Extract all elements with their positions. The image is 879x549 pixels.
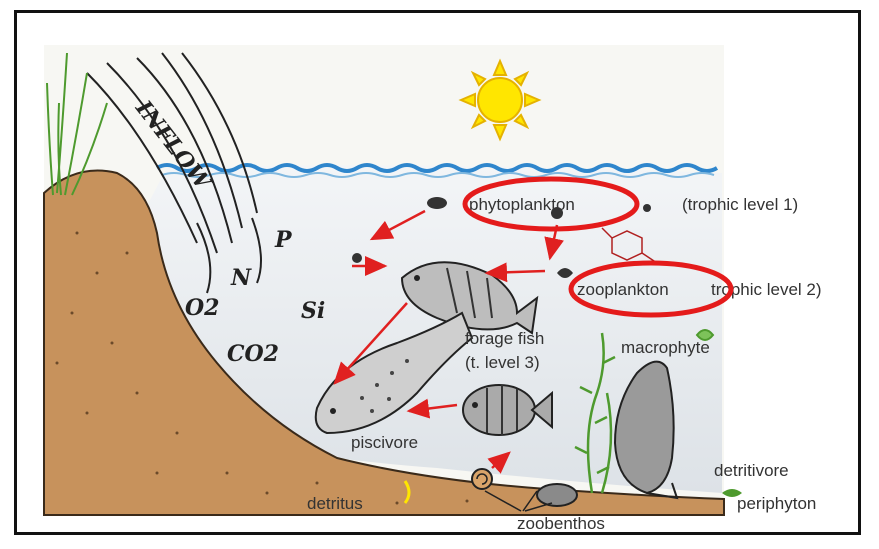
lake-food-web-diagram: INFLOW P N O2 Si CO2	[17, 13, 858, 532]
carbon-dioxide-label: CO2	[227, 341, 279, 367]
periphyton-label: periphyton	[737, 494, 816, 513]
zooplankton-label: zooplankton	[577, 280, 669, 299]
trophic-level-3-label: (t. level 3)	[465, 353, 540, 372]
nitrogen-label: N	[230, 265, 252, 291]
snail-icon	[472, 469, 492, 489]
figure-frame: INFLOW P N O2 Si CO2	[14, 10, 861, 535]
oxygen-label: O2	[185, 295, 219, 321]
macrophyte-label: macrophyte	[621, 338, 710, 357]
phosphorus-label: P	[274, 227, 293, 253]
phytoplankton-label: phytoplankton	[469, 195, 575, 214]
detritus-label: detritus	[307, 494, 363, 513]
sun-icon	[461, 61, 539, 139]
detritivore-label: detritivore	[714, 461, 789, 480]
zoobenthos-label: zoobenthos	[517, 514, 605, 532]
trophic-level-1-label: (trophic level 1)	[682, 195, 798, 214]
clam-icon	[537, 484, 577, 506]
silicon-label: Si	[301, 298, 325, 324]
piscivore-label: piscivore	[351, 433, 418, 452]
forage-fish-label: forage fish	[465, 329, 544, 348]
